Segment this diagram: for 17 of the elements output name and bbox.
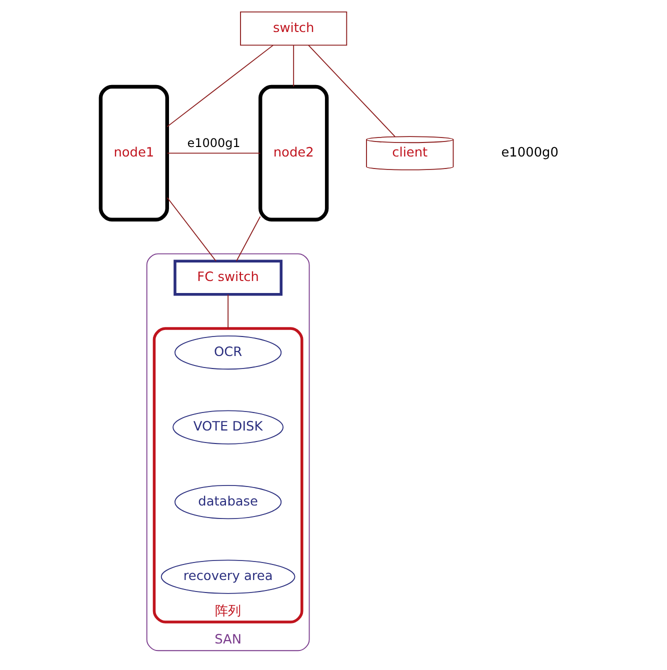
connector [166,152,261,154]
node-ellipse: OCR [174,335,282,370]
label: e1000g0 [501,146,558,161]
connector [293,44,294,87]
connector [236,216,261,262]
edge-label: e1000g1 [187,136,240,150]
node-box: node1 [98,84,169,222]
node-box: node2 [258,84,329,222]
connector [166,197,216,262]
connector [308,44,396,137]
node-box: switch [240,12,348,46]
connector [228,294,229,329]
node-ellipse: recovery area [160,560,296,594]
node-box: FC switch [174,260,282,296]
node-ellipse: database [174,484,282,520]
connector [166,44,274,128]
node-ellipse: VOTE DISK [172,410,284,444]
